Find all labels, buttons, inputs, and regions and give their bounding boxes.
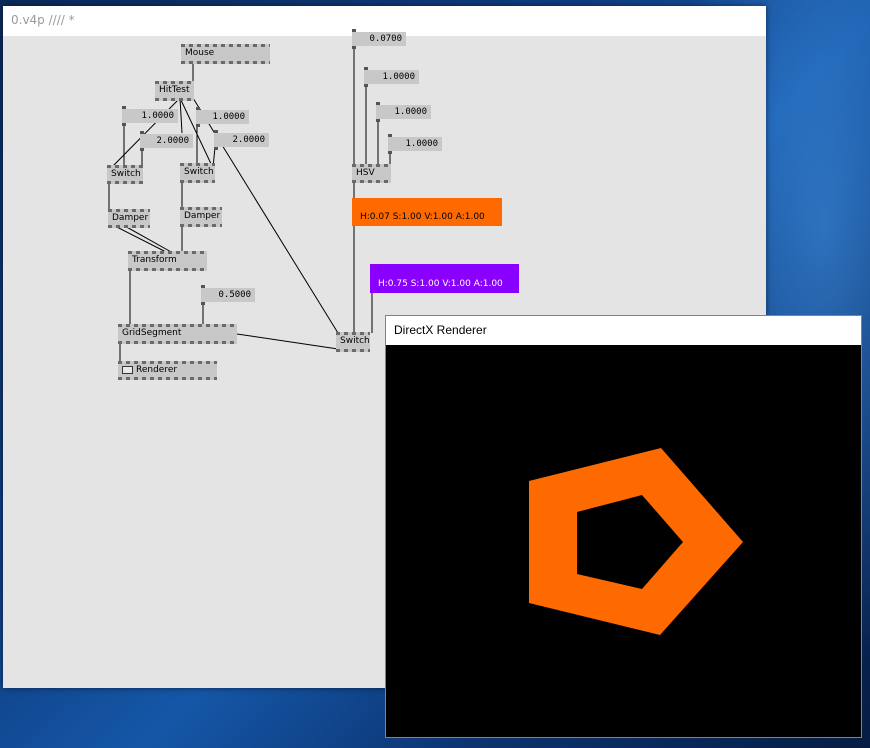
node-label: Transform (132, 255, 177, 265)
hue-iobox[interactable]: 0.0700 (352, 29, 406, 49)
iobox-output-pin[interactable] (140, 148, 144, 151)
value-iobox[interactable]: 0.5000 (201, 285, 255, 305)
iobox-input-pin[interactable] (364, 67, 368, 70)
value-iobox[interactable]: 1.0000 (122, 106, 178, 126)
iobox-output-pin[interactable] (201, 302, 205, 305)
iobox-value: 2.0000 (232, 135, 265, 145)
switch-node-a[interactable]: Switch (107, 165, 143, 184)
iobox-value: 0.5000 (218, 290, 251, 300)
purple-color-iobox[interactable]: H:0.75 S:1.00 V:1.00 A:1.00 (370, 264, 519, 293)
iobox-output-pin[interactable] (388, 151, 392, 154)
iobox-input-pin[interactable] (376, 102, 380, 105)
node-output-pins[interactable] (108, 225, 150, 228)
damper-node-b[interactable]: Damper (180, 207, 222, 227)
node-output-pins[interactable] (155, 98, 194, 101)
iobox-input-pin[interactable] (196, 107, 200, 110)
iobox-value: 1.0000 (212, 112, 245, 122)
iobox-output-pin[interactable] (352, 46, 356, 49)
node-label: Switch (111, 169, 141, 179)
node-label: Mouse (185, 48, 215, 58)
node-output-pins[interactable] (128, 268, 207, 271)
hittest-node[interactable]: HitTest (155, 81, 194, 101)
iobox-output-pin[interactable] (122, 123, 126, 126)
node-label: Switch (184, 167, 214, 177)
render-canvas (529, 448, 743, 635)
color-value-label: H:0.07 S:1.00 V:1.00 A:1.00 (360, 212, 485, 222)
value-iobox[interactable]: 1.0000 (196, 107, 249, 127)
node-output-pins[interactable] (118, 377, 217, 380)
node-input-pins[interactable] (336, 332, 370, 335)
iobox-value: 0.0700 (369, 34, 402, 44)
value-iobox[interactable]: 2.0000 (214, 130, 269, 150)
iobox-value: 1.0000 (141, 111, 174, 121)
iobox-input-pin[interactable] (201, 285, 205, 288)
node-input-pins[interactable] (181, 44, 270, 47)
node-output-pins[interactable] (336, 349, 370, 352)
orange-color-iobox[interactable]: H:0.07 S:1.00 V:1.00 A:1.00 (352, 198, 502, 226)
iobox-value: 1.0000 (394, 107, 427, 117)
value-iobox[interactable]: 2.0000 (140, 131, 193, 151)
node-label: Switch (340, 336, 370, 346)
window-toggle-icon[interactable] (122, 365, 133, 374)
iobox-input-pin[interactable] (214, 130, 218, 133)
saturation-iobox[interactable]: 1.0000 (364, 67, 419, 87)
switch-node-c[interactable]: Switch (336, 332, 370, 352)
node-label: Damper (112, 213, 149, 223)
transform-node[interactable]: Transform (128, 251, 207, 271)
hsv-node[interactable]: HSV (352, 164, 391, 183)
switch-node-b[interactable]: Switch (180, 163, 215, 183)
node-input-pins[interactable] (118, 324, 237, 327)
iobox-output-pin[interactable] (196, 124, 200, 127)
node-input-pins[interactable] (118, 361, 217, 364)
iobox-value: 1.0000 (405, 139, 438, 149)
node-output-pins[interactable] (352, 180, 391, 183)
node-input-pins[interactable] (107, 165, 143, 168)
iobox-input-pin[interactable] (388, 134, 392, 137)
node-label: Damper (184, 211, 221, 221)
node-label: HitTest (159, 85, 190, 95)
node-output-pins[interactable] (107, 181, 143, 184)
iobox-value: 2.0000 (156, 136, 189, 146)
node-input-pins[interactable] (128, 251, 207, 254)
node-output-pins[interactable] (118, 341, 237, 344)
node-output-pins[interactable] (180, 224, 222, 227)
iobox-input-pin[interactable] (140, 131, 144, 134)
value-brightness-iobox[interactable]: 1.0000 (376, 102, 431, 122)
directx-renderer-window[interactable]: DirectX Renderer (385, 315, 862, 738)
render-viewport[interactable] (386, 345, 861, 737)
iobox-value: 1.0000 (382, 72, 415, 82)
alpha-iobox[interactable]: 1.0000 (388, 134, 442, 154)
node-output-pins[interactable] (180, 180, 215, 183)
iobox-output-pin[interactable] (364, 84, 368, 87)
node-output-pins[interactable] (181, 61, 270, 64)
color-value-label: H:0.75 S:1.00 V:1.00 A:1.00 (378, 279, 503, 289)
node-input-pins[interactable] (155, 81, 194, 84)
damper-node-a[interactable]: Damper (108, 209, 150, 228)
renderer-node[interactable]: Renderer (118, 361, 217, 380)
iobox-output-pin[interactable] (214, 147, 218, 150)
pentagon-ring-shape (529, 448, 743, 635)
node-label: GridSegment (122, 328, 182, 338)
node-label: HSV (356, 168, 375, 178)
renderer-title: DirectX Renderer (394, 323, 487, 337)
node-input-pins[interactable] (180, 207, 222, 210)
patch-titlebar[interactable]: 0.v4p //// * (3, 6, 766, 36)
iobox-input-pin[interactable] (122, 106, 126, 109)
iobox-output-pin[interactable] (376, 119, 380, 122)
node-input-pins[interactable] (180, 163, 215, 166)
gridsegment-node[interactable]: GridSegment (118, 324, 237, 344)
renderer-titlebar[interactable]: DirectX Renderer (386, 316, 861, 345)
patch-title: 0.v4p //// * (11, 13, 75, 27)
iobox-input-pin[interactable] (352, 29, 356, 32)
node-input-pins[interactable] (108, 209, 150, 212)
node-label: Renderer (136, 365, 178, 375)
node-input-pins[interactable] (352, 164, 391, 167)
mouse-node[interactable]: Mouse (181, 44, 270, 64)
